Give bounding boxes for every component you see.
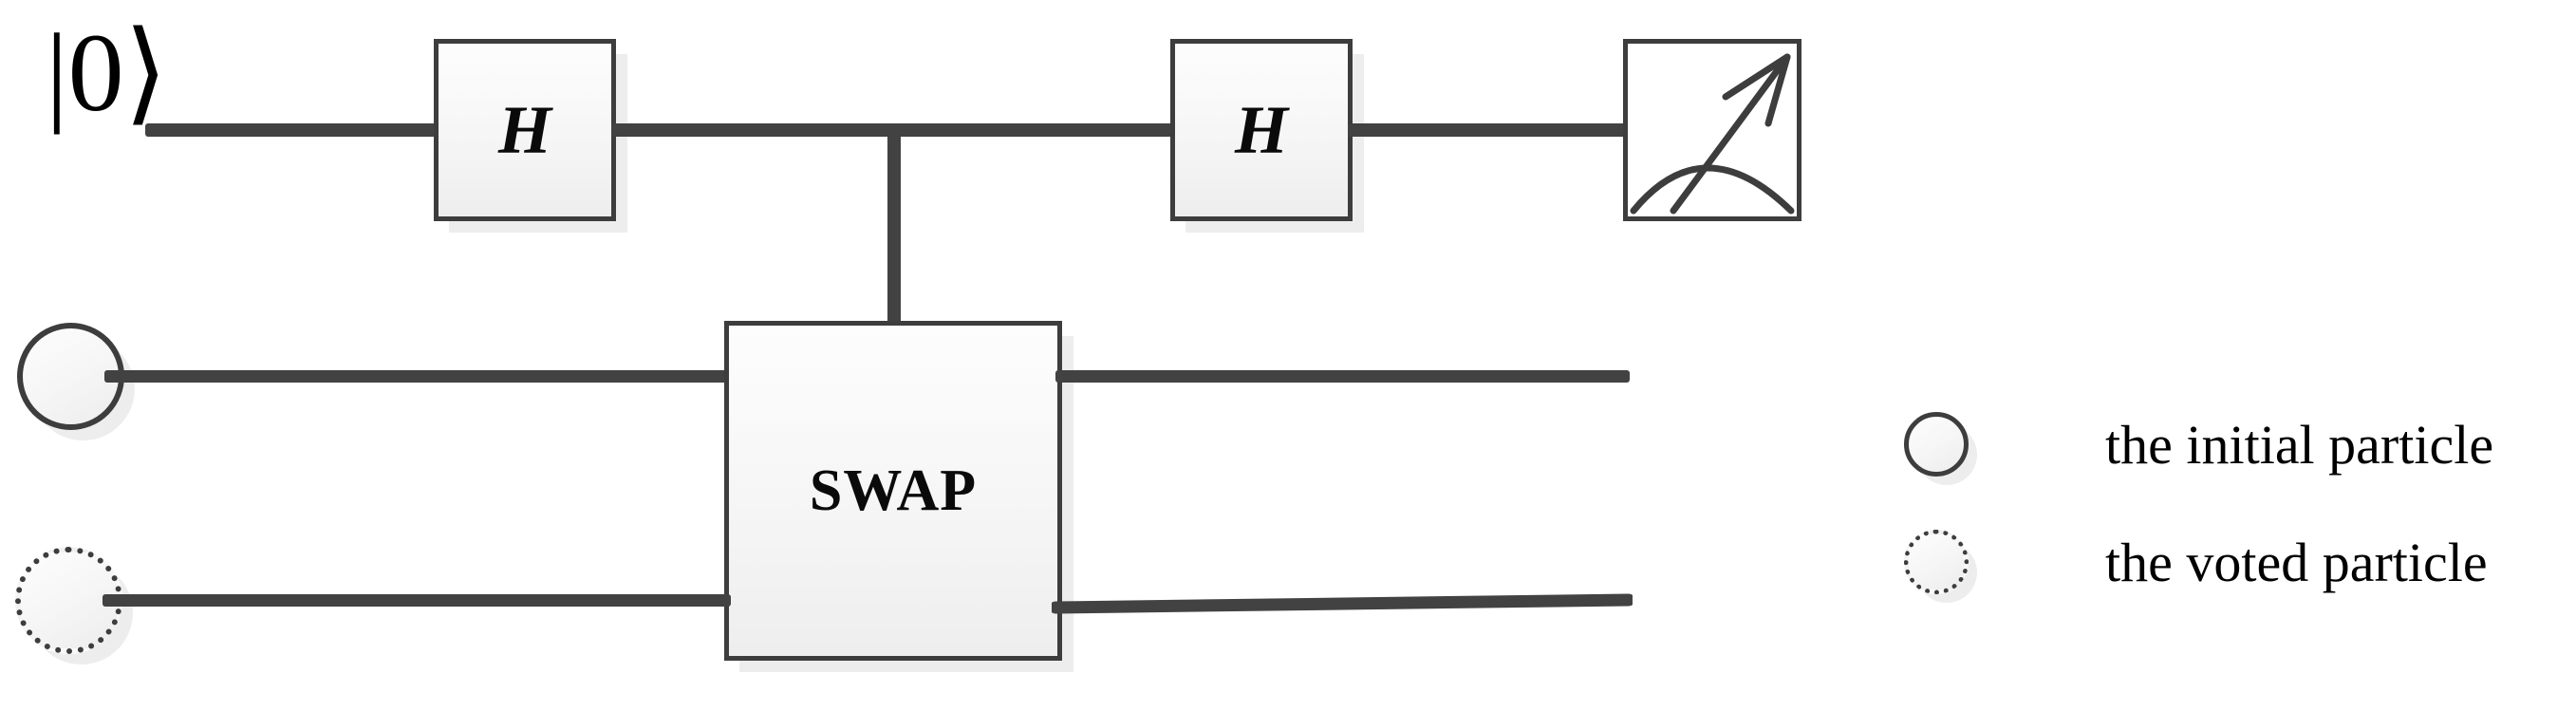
ket-zero-label: |0⟩ [46,10,168,135]
wire-particle-voted-segment-1 [103,594,731,607]
particle-voted-circle [15,547,122,654]
hadamard-gate-2[interactable]: H [1170,39,1353,221]
legend-label-initial-particle: the initial particle [2105,414,2494,476]
measurement-gate[interactable] [1623,39,1801,221]
wire-particle-voted-segment-2 [1052,593,1633,614]
legend-marker-voted-particle-icon [1904,530,1969,594]
swap-gate[interactable]: SWAP [724,321,1062,661]
legend-marker-initial-particle-icon [1904,412,1969,477]
hadamard-gate-1-label: H [497,92,551,168]
hadamard-gate-1[interactable]: H [434,39,616,221]
swap-control-line [887,130,901,324]
hadamard-gate-2-label: H [1234,92,1288,168]
wire-particle-initial-segment-1 [104,370,731,383]
legend-label-voted-particle: the voted particle [2105,532,2488,593]
wire-ancilla-segment-1 [145,123,438,137]
swap-gate-label: SWAP [809,458,978,523]
wire-particle-initial-segment-2 [1055,370,1630,383]
measurement-meter-icon [1630,53,1795,215]
wire-ancilla-segment-3 [1348,123,1628,137]
